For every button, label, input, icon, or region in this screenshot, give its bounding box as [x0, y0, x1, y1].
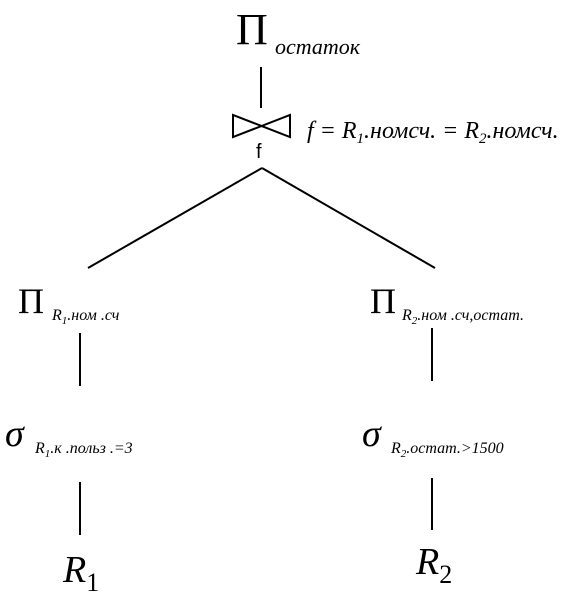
join-condition-r2: R [463, 118, 479, 144]
left-pi-symbol: Π [18, 281, 44, 321]
left-relation-r: R [62, 549, 86, 591]
right-projection-r: R [401, 307, 412, 324]
right-pi-symbol: Π [370, 281, 396, 321]
root-pi-symbol: Π [236, 5, 268, 54]
left-projection: Π R1.ном .сч [18, 281, 120, 327]
left-relation: R1 [62, 549, 99, 597]
left-selection-subscript: R1.к .польз .=3 [34, 440, 133, 460]
left-selection-r: R [34, 440, 45, 457]
left-projection-attr: .ном .сч [67, 307, 119, 324]
join-condition-r2-subscript: 2 [479, 131, 487, 147]
left-sigma-symbol: σ [5, 413, 25, 455]
right-projection-subscript: R2.ном .сч,остат. [401, 307, 524, 327]
join-condition-eq2: = [436, 118, 464, 144]
left-selection-cond: .к .польз .=3 [50, 440, 132, 457]
root-projection-subscript: остаток [275, 34, 361, 59]
right-relation-r: R [415, 541, 439, 583]
join-node: f f = R1.номсч. = R2.номсч. [232, 113, 559, 163]
bowtie-join-icon [232, 113, 291, 139]
right-relation-sub: 2 [439, 560, 452, 589]
right-projection-r-sub: 2 [412, 315, 418, 327]
join-condition-r1-subscript: 1 [357, 131, 365, 147]
join-condition: f = R1.номсч. = R2.номсч. [307, 118, 559, 147]
right-relation: R2 [415, 541, 452, 589]
right-selection-r-sub: 2 [401, 448, 407, 460]
join-condition-attr2: .номсч. [487, 118, 559, 144]
left-selection: σ R1.к .польз .=3 [5, 413, 133, 460]
left-selection-r-sub: 1 [45, 448, 51, 460]
right-selection-subscript: R2.остат.>1500 [390, 440, 504, 460]
right-projection: Π R2.ном .сч,остат. [370, 281, 524, 327]
right-selection: σ R2.остат.>1500 [362, 413, 504, 460]
join-condition-eq1: = [314, 118, 342, 144]
edge-join-right [261, 167, 436, 269]
join-label: f [256, 141, 262, 163]
root-projection: Π остаток [236, 5, 361, 59]
left-projection-r: R [51, 307, 62, 324]
edge-join-left [87, 167, 263, 269]
right-sigma-symbol: σ [362, 413, 382, 455]
right-projection-attr: .ном .сч,остат. [417, 307, 524, 324]
join-condition-attr1: .номсч. [364, 118, 436, 144]
left-relation-sub: 1 [86, 568, 99, 597]
join-condition-r1: R [341, 118, 357, 144]
join-condition-f: f [307, 118, 317, 144]
right-selection-r: R [390, 440, 401, 457]
right-selection-cond: .остат.>1500 [406, 440, 503, 457]
left-projection-subscript: R1.ном .сч [51, 307, 120, 327]
left-projection-r-sub: 1 [62, 315, 68, 327]
